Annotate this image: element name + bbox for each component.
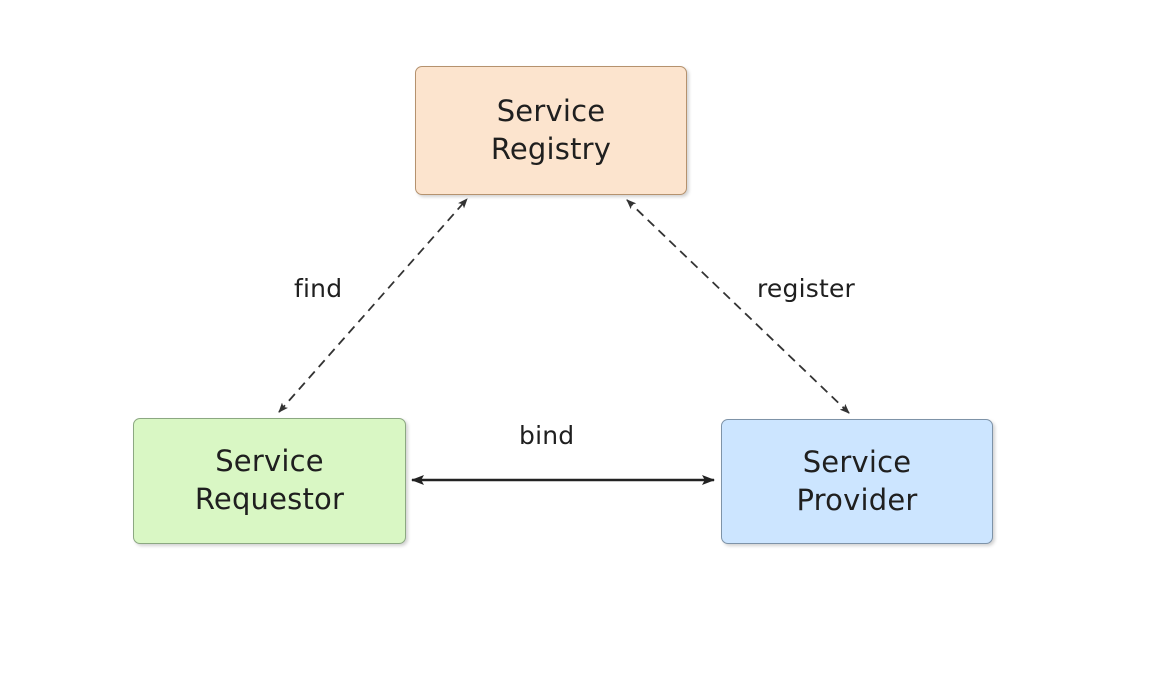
edge-label-register: register [753, 274, 860, 303]
node-service-requestor[interactable]: Service Requestor [133, 418, 406, 544]
node-service-registry-label: Service Registry [490, 93, 612, 166]
node-service-provider-label: Service Provider [796, 444, 918, 517]
edge-label-bind: bind [515, 421, 579, 450]
edge-register-line [626, 199, 850, 414]
edge-find-line [278, 198, 468, 413]
node-service-provider[interactable]: Service Provider [721, 419, 993, 544]
node-service-registry[interactable]: Service Registry [415, 66, 687, 195]
node-service-requestor-label: Service Requestor [194, 444, 345, 516]
edge-label-find: find [290, 274, 347, 303]
